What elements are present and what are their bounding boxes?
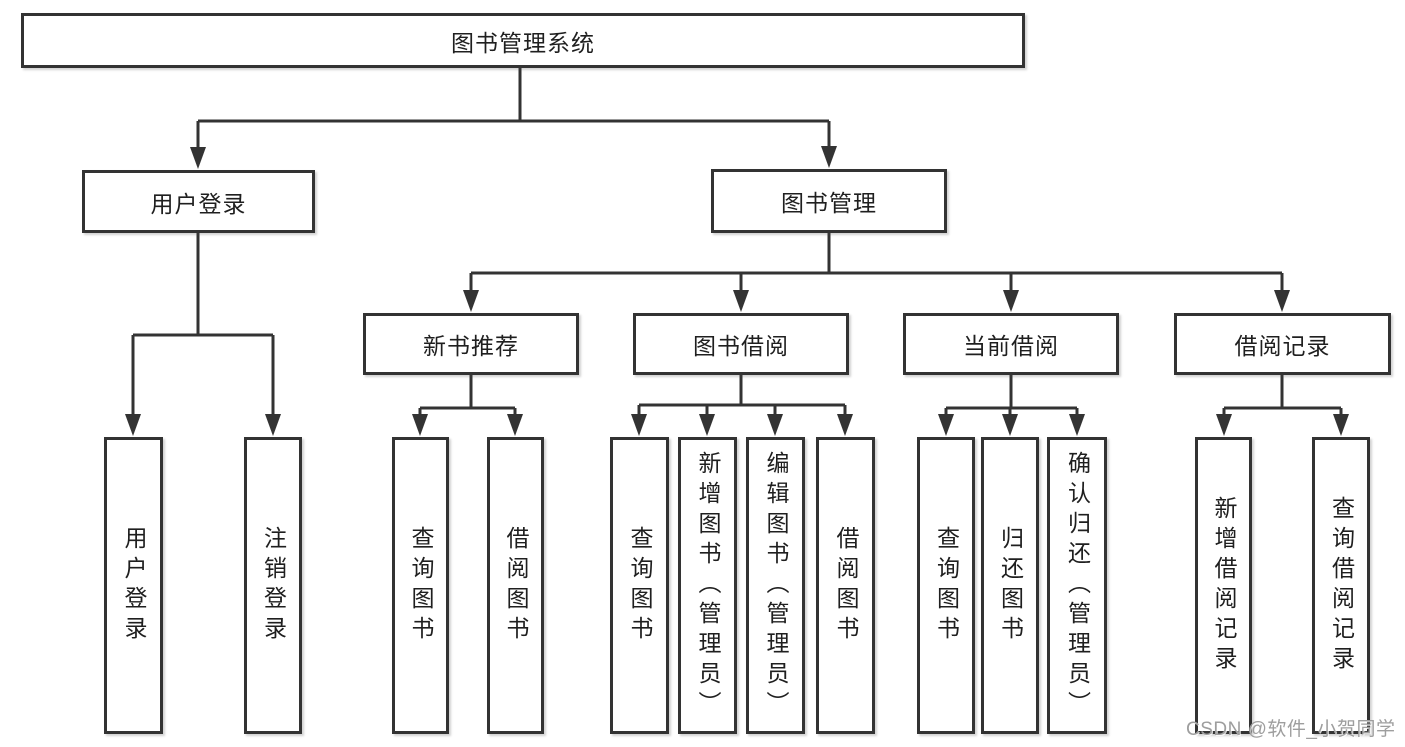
node-label: 编辑图书（管理员） bbox=[763, 450, 789, 721]
node-borrowing-records: 借阅记录 bbox=[1174, 313, 1391, 375]
node-borrow-books-recommend: 借阅图书 bbox=[487, 437, 544, 734]
node-add-borrow-record: 新增借阅记录 bbox=[1195, 437, 1252, 734]
node-add-book-admin: 新增图书（管理员） bbox=[678, 437, 737, 734]
node-label: 用户登录 bbox=[121, 525, 147, 646]
node-logout: 注销登录 bbox=[244, 437, 302, 734]
node-query-books-borrowing: 查询图书 bbox=[610, 437, 669, 734]
node-user-login-module: 用户登录 bbox=[82, 170, 315, 233]
node-query-books-recommend: 查询图书 bbox=[392, 437, 449, 734]
node-current-borrowing: 当前借阅 bbox=[903, 313, 1119, 375]
node-book-management-module: 图书管理 bbox=[711, 169, 947, 233]
node-user-login: 用户登录 bbox=[104, 437, 163, 734]
node-query-borrow-record: 查询借阅记录 bbox=[1312, 437, 1370, 734]
node-label: 查询图书 bbox=[933, 525, 960, 646]
node-new-book-recommend: 新书推荐 bbox=[363, 313, 579, 375]
node-query-books-current: 查询图书 bbox=[917, 437, 975, 734]
node-library-management-system: 图书管理系统 bbox=[21, 13, 1025, 68]
node-confirm-return-admin: 确认归还（管理员） bbox=[1047, 437, 1107, 734]
node-label: 确认归还（管理员） bbox=[1064, 450, 1091, 721]
node-label: 新增借阅记录 bbox=[1211, 495, 1237, 676]
node-edit-book-admin: 编辑图书（管理员） bbox=[746, 437, 805, 734]
node-label: 归还图书 bbox=[997, 525, 1024, 646]
node-label: 新增图书（管理员） bbox=[695, 450, 721, 721]
node-label: 借阅图书 bbox=[833, 525, 859, 646]
node-borrow-books: 借阅图书 bbox=[816, 437, 875, 734]
node-label: 注销登录 bbox=[260, 525, 287, 646]
csdn-watermark: CSDN @软件_小贺同学 bbox=[1186, 719, 1396, 740]
node-label: 查询图书 bbox=[627, 525, 653, 646]
node-book-borrowing: 图书借阅 bbox=[633, 313, 849, 375]
node-label: 查询借阅记录 bbox=[1328, 495, 1355, 676]
node-return-books: 归还图书 bbox=[981, 437, 1039, 734]
node-label: 借阅图书 bbox=[503, 525, 529, 646]
node-label: 查询图书 bbox=[408, 525, 434, 646]
